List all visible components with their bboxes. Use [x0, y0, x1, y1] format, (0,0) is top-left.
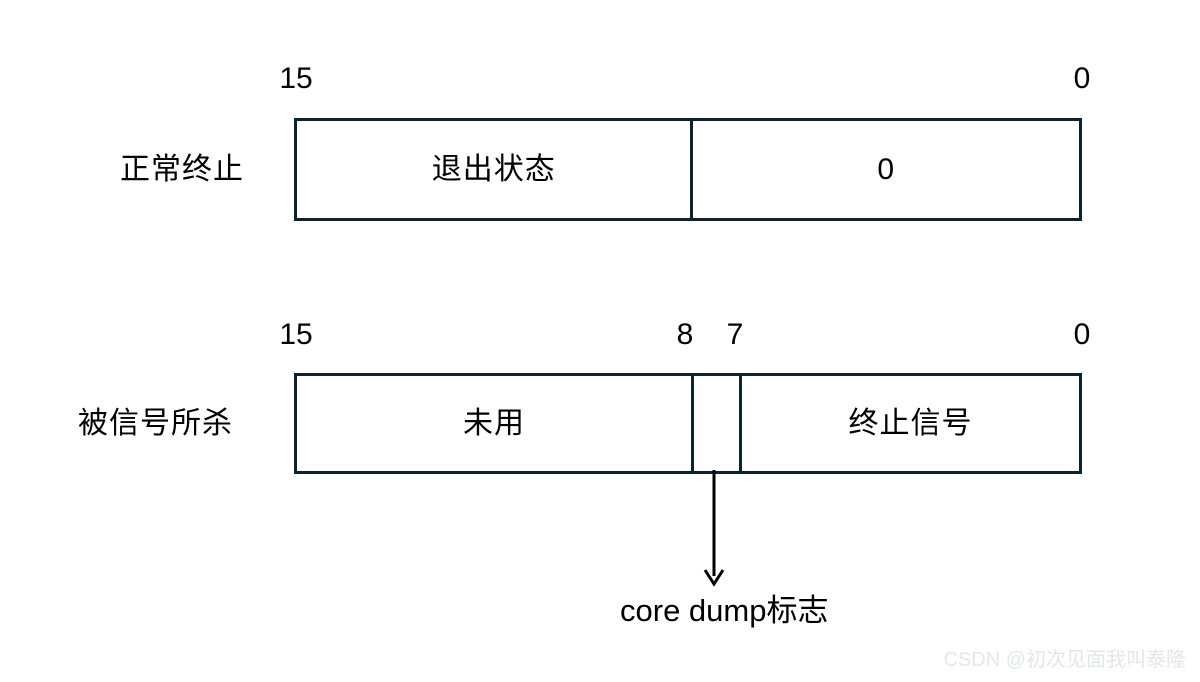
watermark: CSDN @初次见面我叫泰隆 — [943, 649, 1186, 671]
row-label-normal-termination: 正常终止 — [120, 153, 244, 186]
bitfield-killed-by-signal: 未用 终止信号 — [294, 373, 1082, 474]
annotation-label-core-dump: core dump标志 — [620, 593, 829, 628]
bitfield-cell-termination-signal: 终止信号 — [739, 376, 1079, 471]
bit-tick-signal-8: 8 — [676, 318, 694, 351]
bit-tick-signal-7: 7 — [726, 318, 744, 351]
bitfield-cell-core-dump-flag — [691, 376, 739, 471]
bit-tick-normal-15: 15 — [279, 62, 313, 95]
bit-tick-normal-0: 0 — [1073, 62, 1091, 95]
down-arrow-icon — [703, 470, 725, 587]
row-label-killed-by-signal: 被信号所杀 — [78, 407, 233, 440]
bitfield-cell-unused: 未用 — [463, 406, 525, 440]
bitfield-cell-exit-status: 退出状态 — [431, 152, 556, 186]
bit-tick-signal-0: 0 — [1073, 318, 1091, 351]
bitfield-normal-termination: 退出状态 0 — [294, 118, 1082, 221]
bitfield-cell-zero: 0 — [690, 121, 1079, 218]
bit-tick-signal-15: 15 — [279, 318, 313, 351]
